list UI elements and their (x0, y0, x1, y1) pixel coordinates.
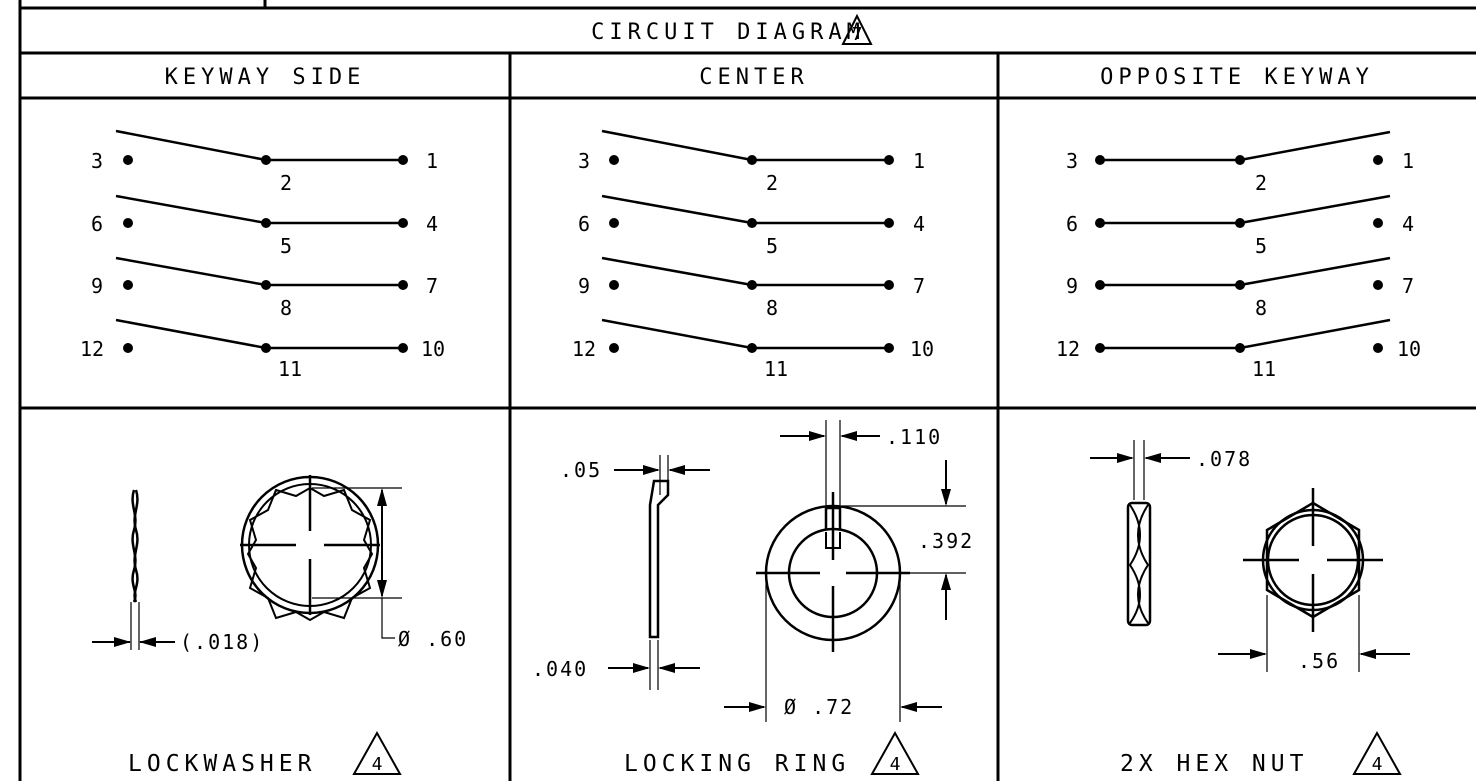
diagram-title: CIRCUIT DIAGRAM (591, 20, 865, 45)
terminal-label: 2 (1255, 171, 1267, 195)
terminal-label: 4 (913, 212, 925, 236)
heading-center: CENTER (699, 65, 808, 90)
note-triangle-7: 7 (841, 13, 873, 45)
lockwasher-drawing: (.018) Ø .60 (92, 475, 468, 654)
terminal-label: 9 (91, 274, 103, 298)
switch-pole-4: 12 11 10 (80, 318, 445, 381)
terminal-label: 2 (766, 171, 778, 195)
switch-pole-4: 12 11 10 (572, 318, 934, 381)
switch-center: 3 2 1 6 5 4 9 8 7 (572, 129, 934, 381)
switch-pole-1: 3 2 1 (578, 129, 925, 195)
terminal-label: 12 (1056, 337, 1080, 361)
terminal-label: 7 (1402, 274, 1414, 298)
terminal-label: 12 (80, 337, 104, 361)
note-number: 4 (890, 754, 901, 775)
terminal-label: 1 (913, 149, 925, 173)
ring-key-width-dim: .110 (886, 425, 942, 449)
terminal-label: 4 (1402, 212, 1414, 236)
terminal-label: 1 (426, 149, 438, 173)
switch-opposite-keyway: 3 2 1 6 5 4 9 8 7 (1056, 130, 1421, 381)
terminal-label: 7 (426, 274, 438, 298)
terminal-label: 9 (1066, 274, 1078, 298)
terminal-label: 8 (766, 296, 778, 320)
terminal-label: 11 (278, 357, 302, 381)
terminal-label: 6 (578, 212, 590, 236)
terminal-label: 5 (1255, 234, 1267, 258)
terminal-label: 11 (764, 357, 788, 381)
terminal-label: 3 (578, 149, 590, 173)
note-triangle-4: 4 (1352, 730, 1402, 775)
lockwasher-thickness-dim: (.018) (180, 630, 264, 654)
terminal-label: 6 (91, 212, 103, 236)
terminal-label: 10 (1397, 337, 1421, 361)
switch-pole-1: 3 2 1 (91, 129, 438, 195)
lockwasher-diameter-dim: Ø .60 (398, 627, 468, 651)
switch-keyway-side: 3 2 1 6 5 4 9 8 7 (80, 129, 445, 381)
terminal-label: 2 (280, 171, 292, 195)
note-triangle-4: 4 (870, 730, 920, 775)
terminal-label: 10 (421, 337, 445, 361)
switch-pole-2: 6 5 4 (578, 194, 925, 258)
terminal-label: 4 (426, 212, 438, 236)
hex-nut-caption: 2X HEX NUT (1120, 751, 1308, 777)
locking-ring-caption: LOCKING RING (624, 751, 850, 777)
switch-pole-3: 9 8 7 (91, 256, 438, 320)
heading-keyway-side: KEYWAY SIDE (165, 65, 366, 90)
terminal-label: 6 (1066, 212, 1078, 236)
terminal-label: 9 (578, 274, 590, 298)
switch-pole-1: 3 2 1 (1066, 130, 1414, 195)
switch-pole-2: 6 5 4 (1066, 194, 1414, 258)
note-number: 4 (372, 754, 383, 775)
terminal-label: 7 (913, 274, 925, 298)
ring-tab-dim: .05 (560, 458, 602, 482)
terminal-label: 8 (280, 296, 292, 320)
table-frame (18, 0, 1476, 781)
nut-flats-dim: .56 (1298, 649, 1340, 673)
ring-height-dim: .392 (918, 529, 974, 553)
switch-pole-3: 9 8 7 (1066, 256, 1414, 320)
switch-pole-4: 12 11 10 (1056, 318, 1421, 381)
switch-pole-2: 6 5 4 (91, 194, 438, 258)
terminal-label: 1 (1402, 149, 1414, 173)
ring-thickness-dim: .040 (532, 657, 588, 681)
note-triangle-4: 4 (352, 730, 402, 775)
lockwasher-caption: LOCKWASHER (128, 751, 316, 777)
terminal-label: 3 (1066, 149, 1078, 173)
terminal-label: 11 (1252, 357, 1276, 381)
terminal-label: 3 (91, 149, 103, 173)
terminal-label: 10 (910, 337, 934, 361)
heading-opposite-keyway: OPPOSITE KEYWAY (1100, 65, 1374, 90)
terminal-label: 5 (766, 234, 778, 258)
switch-pole-3: 9 8 7 (578, 256, 925, 320)
ring-diameter-dim: Ø .72 (784, 695, 854, 719)
terminal-label: 5 (280, 234, 292, 258)
hex-nut-drawing: .078 .56 (1090, 440, 1410, 673)
terminal-label: 8 (1255, 296, 1267, 320)
locking-ring-drawing: .05 .040 .110 .392 (532, 420, 974, 722)
terminal-label: 12 (572, 337, 596, 361)
nut-thickness-dim: .078 (1196, 447, 1252, 471)
note-number: 7 (852, 24, 863, 45)
note-number: 4 (1372, 754, 1383, 775)
